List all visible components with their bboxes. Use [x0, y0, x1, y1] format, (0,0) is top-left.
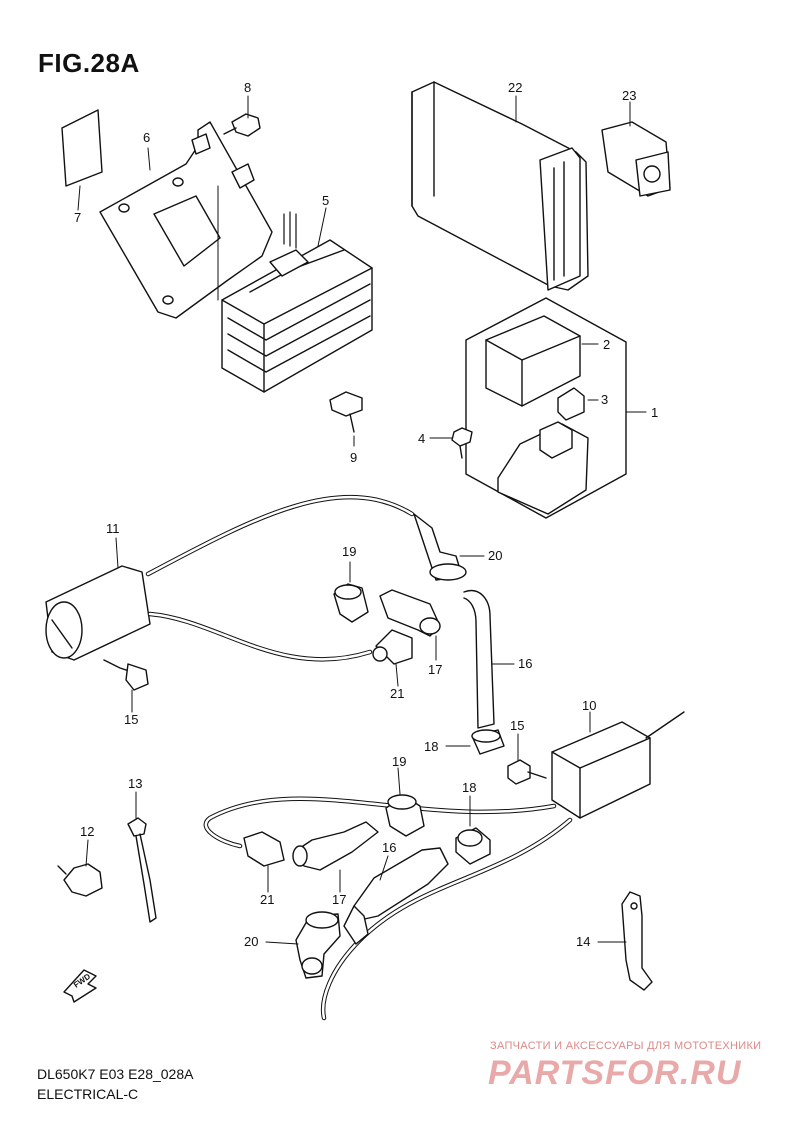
callout-20: 20	[244, 934, 258, 949]
callout-6: 6	[143, 130, 150, 145]
callout-1: 1	[651, 405, 658, 420]
fwd-arrow-icon: FWD	[63, 969, 97, 1003]
part-2-relay-cover	[485, 315, 581, 407]
callout-12: 12	[80, 824, 94, 839]
part-17-boot-upper	[379, 589, 441, 637]
callout-20: 20	[488, 548, 502, 563]
part-14-clamp	[621, 891, 653, 991]
callout-10: 10	[582, 698, 596, 713]
callout-19: 19	[342, 544, 356, 559]
lower-hv-leads	[203, 796, 573, 1021]
callout-15: 15	[124, 712, 138, 727]
callout-16: 16	[518, 656, 532, 671]
callout-18: 18	[424, 739, 438, 754]
part-18-seal-upper	[471, 729, 505, 755]
part-20-plug-cap-upper	[413, 513, 467, 581]
section-name: ELECTRICAL-C	[37, 1086, 139, 1102]
part-16-lead-upper	[463, 589, 495, 729]
callout-19: 19	[392, 754, 406, 769]
callout-14: 14	[576, 934, 590, 949]
watermark-brand: PARTSFOR.RU	[488, 1054, 742, 1092]
part-9-screw	[329, 391, 363, 433]
part-13-cable-tie	[127, 817, 157, 923]
callout-labels: 2 1 3 4 5 6 7 8 9 10 11 12 13 14 15 15 1…	[74, 80, 658, 949]
part-11-ignition-coil	[45, 565, 151, 661]
watermark-tagline: ЗАПЧАСТИ И АКСЕССУАРЫ ДЛЯ МОТОТЕХНИКИ	[490, 1040, 762, 1052]
callout-23: 23	[622, 88, 636, 103]
callout-17: 17	[428, 662, 442, 677]
part-7-pad	[61, 109, 103, 187]
callout-3: 3	[601, 392, 608, 407]
callout-16: 16	[382, 840, 396, 855]
callout-13: 13	[128, 776, 142, 791]
part-1-relay-assembly	[465, 297, 627, 519]
callout-22: 22	[508, 80, 522, 95]
callout-9: 9	[350, 450, 357, 465]
leader-lines	[77, 95, 647, 945]
callout-1: 2	[603, 337, 610, 352]
part-4-screw	[451, 427, 473, 459]
model-code: DL650K7 E03 E28_028A	[37, 1066, 194, 1082]
part-18-seal-lower	[455, 827, 491, 865]
part-15-screw-lower	[507, 759, 547, 785]
part-5-regulator	[221, 211, 373, 393]
callout-7: 7	[74, 210, 81, 225]
callout-17: 17	[332, 892, 346, 907]
upper-hv-leads	[145, 494, 415, 662]
part-21-cap-lower	[243, 831, 285, 867]
part-21-cap-upper	[372, 629, 413, 665]
part-12-clamp	[57, 863, 103, 897]
part-16-lead-lower	[343, 847, 449, 945]
callout-8: 8	[244, 80, 251, 95]
part-19-boot-lower	[385, 794, 425, 837]
callout-21: 21	[390, 686, 404, 701]
part-15-screw-upper	[103, 659, 149, 691]
part-20-plug-cap-lower	[295, 911, 341, 979]
callout-18: 18	[462, 780, 476, 795]
figure-title: FIG.28A	[38, 48, 140, 78]
part-10-ignition-coil	[551, 711, 685, 819]
part-22-ecu	[411, 81, 589, 291]
part-17-boot-lower	[292, 821, 379, 871]
callout-4: 4	[418, 431, 425, 446]
part-3-fuse	[557, 387, 585, 421]
part-8-screw	[223, 113, 261, 137]
part-23-connector	[601, 121, 671, 197]
callout-15: 15	[510, 718, 524, 733]
callout-11: 11	[106, 521, 120, 536]
part-relay-body	[497, 421, 589, 515]
callout-21: 21	[260, 892, 274, 907]
part-19-boot-upper	[333, 583, 369, 623]
callout-5: 5	[322, 193, 329, 208]
part-6-bracket	[99, 121, 273, 319]
